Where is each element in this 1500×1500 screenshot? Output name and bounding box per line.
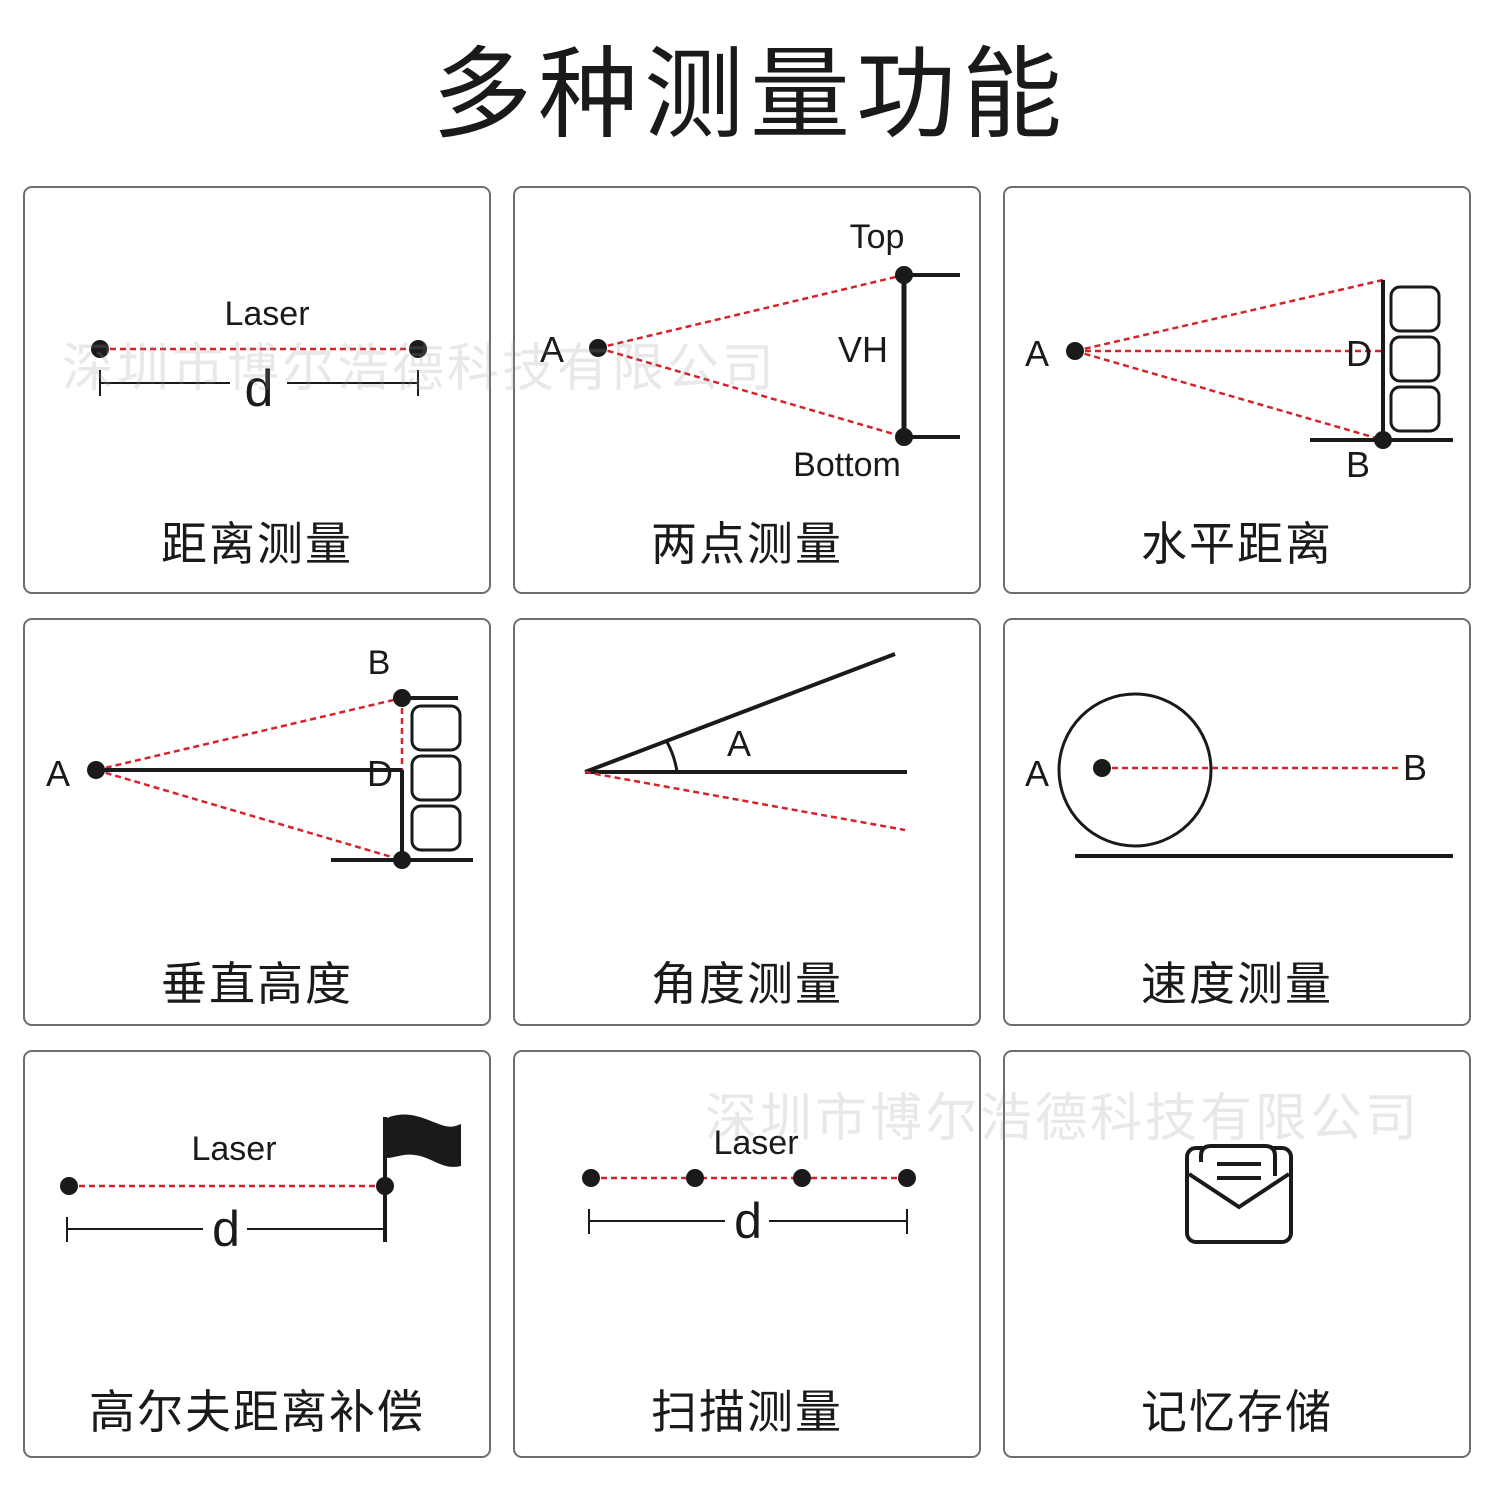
bottom-label: Bottom — [793, 446, 901, 484]
scan-point-1 — [582, 1169, 600, 1187]
box-top — [1389, 285, 1441, 333]
point-end — [409, 340, 427, 358]
card-label: 两点测量 — [651, 517, 843, 571]
card-scan-measurement: Laser d 扫描测量 — [513, 1050, 981, 1458]
point-ground — [393, 851, 411, 869]
distance-d-label: d — [212, 1201, 240, 1257]
point-a — [589, 339, 607, 357]
point-d-label: D — [367, 753, 393, 794]
point-a-label: A — [540, 329, 564, 370]
box-top — [410, 704, 462, 752]
horizontal-distance-diagram: A D B — [1025, 278, 1453, 485]
point-b — [393, 689, 411, 707]
point-b-label: B — [368, 644, 391, 682]
point-b — [1374, 431, 1392, 449]
scan-point-3 — [793, 1169, 811, 1187]
envelope-flap — [1187, 1172, 1291, 1210]
laser-beam-up — [95, 696, 403, 772]
point-a-label: A — [46, 753, 70, 794]
card-memory-storage: 记忆存储 — [1003, 1050, 1471, 1458]
card-label: 扫描测量 — [651, 1385, 843, 1439]
vh-label: VH — [838, 329, 888, 370]
point-a-label: A — [1025, 753, 1049, 794]
point-bottom — [895, 428, 913, 446]
point-start — [60, 1177, 78, 1195]
laser-label: Laser — [713, 1124, 798, 1162]
laser-label: Laser — [224, 295, 309, 333]
laser-beam-down — [1074, 349, 1384, 442]
card-label: 速度测量 — [1141, 957, 1333, 1011]
card-label: 记忆存储 — [1141, 1385, 1333, 1439]
point-start — [91, 340, 109, 358]
card-label: 高尔夫距离补偿 — [89, 1385, 425, 1439]
distance-d-label: d — [734, 1193, 762, 1249]
box-middle — [1389, 335, 1441, 383]
point-a — [87, 761, 105, 779]
box-bottom — [410, 804, 462, 852]
envelope-letter-icon — [1185, 1144, 1293, 1244]
laser-beam-up — [1074, 278, 1384, 353]
card-label: 角度测量 — [651, 957, 843, 1011]
card-label: 水平距离 — [1141, 517, 1333, 571]
laser-beam — [584, 770, 906, 832]
two-point-diagram: Top A VH Bottom — [540, 218, 960, 484]
card-vertical-height: B A D 垂直高度 — [23, 618, 491, 1026]
scan-diagram: Laser d — [582, 1124, 916, 1249]
point-d-label: D — [1346, 333, 1372, 374]
laser-beam-top — [597, 273, 905, 350]
point-a — [1093, 759, 1111, 777]
point-a-label: A — [1025, 333, 1049, 374]
card-label: 垂直高度 — [161, 957, 353, 1011]
card-two-point-measurement: Top A VH Bottom 两点测量 — [513, 186, 981, 594]
angle-diagram: A — [584, 652, 907, 832]
golf-diagram: Laser d — [60, 1114, 461, 1257]
point-b-label: B — [1403, 747, 1427, 788]
point-flag — [376, 1177, 394, 1195]
point-b-label: B — [1346, 444, 1370, 485]
page-title: 多种测量功能 — [432, 36, 1068, 153]
distance-d-label: d — [245, 360, 274, 418]
card-speed-measurement: A B 速度测量 — [1003, 618, 1471, 1026]
distance-diagram: Laser d — [91, 295, 427, 418]
card-label: 距离测量 — [161, 517, 353, 571]
scan-point-2 — [686, 1169, 704, 1187]
laser-beam-down — [95, 768, 403, 862]
laser-label: Laser — [191, 1130, 276, 1168]
card-angle-measurement: A 角度测量 — [513, 618, 981, 1026]
point-a — [1066, 342, 1084, 360]
scan-point-4 — [898, 1169, 916, 1187]
point-top — [895, 266, 913, 284]
laser-beam-bottom — [597, 346, 905, 439]
letter-paper — [1199, 1144, 1277, 1176]
wheel-circle — [1057, 692, 1213, 848]
angle-upper-line — [584, 652, 896, 774]
box-bottom — [1389, 385, 1441, 433]
flag-icon — [387, 1114, 461, 1167]
card-golf-distance-compensation: Laser d 高尔夫距离补偿 — [23, 1050, 491, 1458]
box-middle — [410, 754, 462, 802]
angle-arc — [665, 741, 679, 773]
speed-diagram: A B — [1025, 692, 1453, 858]
vertical-height-diagram: B A D — [46, 644, 473, 869]
card-horizontal-distance: A D B 水平距离 — [1003, 186, 1471, 594]
angle-a-label: A — [727, 723, 751, 764]
top-label: Top — [850, 218, 905, 256]
card-distance-measurement: Laser d 距离测量 — [23, 186, 491, 594]
